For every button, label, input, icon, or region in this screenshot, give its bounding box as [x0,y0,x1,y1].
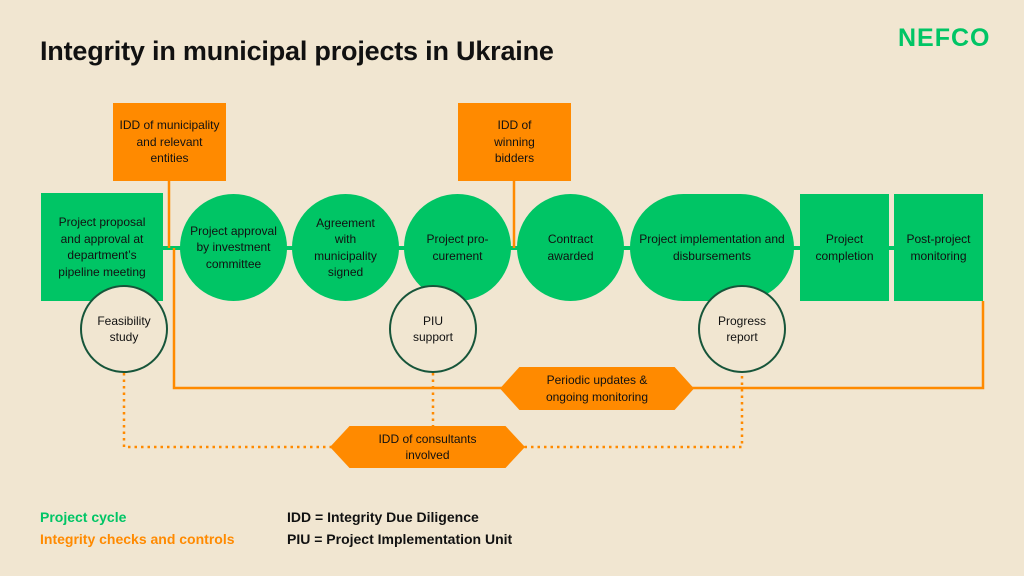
legend-integrity: Integrity checks and controls [40,531,235,547]
step-procurement: Project pro-curement [404,194,511,301]
step-post-project-monitoring: Post-project monitoring [894,194,983,301]
idd-municipality-box: IDD of municipality and relevant entitie… [113,103,226,181]
feasibility-study-circle: Feasibility study [80,285,168,373]
periodic-updates-label: Periodic updates & ongoing monitoring [500,367,694,410]
step-project-proposal: Project proposal and approval at departm… [41,193,163,301]
piu-support-circle: PIU support [389,285,477,373]
step-implementation: Project implementation and disbursements [630,194,794,301]
step-completion: Project completion [800,194,889,301]
nefco-logo: NEFCO [898,24,991,52]
idd-consultants-label: IDD of consultants involved [330,426,525,468]
step-contract-awarded: Contract awarded [517,194,624,301]
legend-project-cycle: Project cycle [40,509,127,525]
legend-piu: PIU = Project Implementation Unit [287,531,513,547]
legend-idd: IDD = Integrity Due Diligence [287,509,479,525]
step-investment-committee: Project approval by investment committee [180,194,287,301]
page-title: Integrity in municipal projects in Ukrai… [40,36,554,66]
idd-bidders-box: IDD of winning bidders [458,103,571,181]
step-agreement-signed: Agreement with municipality signed [292,194,399,301]
feasibility-dotted-line [122,373,744,449]
progress-report-circle: Progress report [698,285,786,373]
